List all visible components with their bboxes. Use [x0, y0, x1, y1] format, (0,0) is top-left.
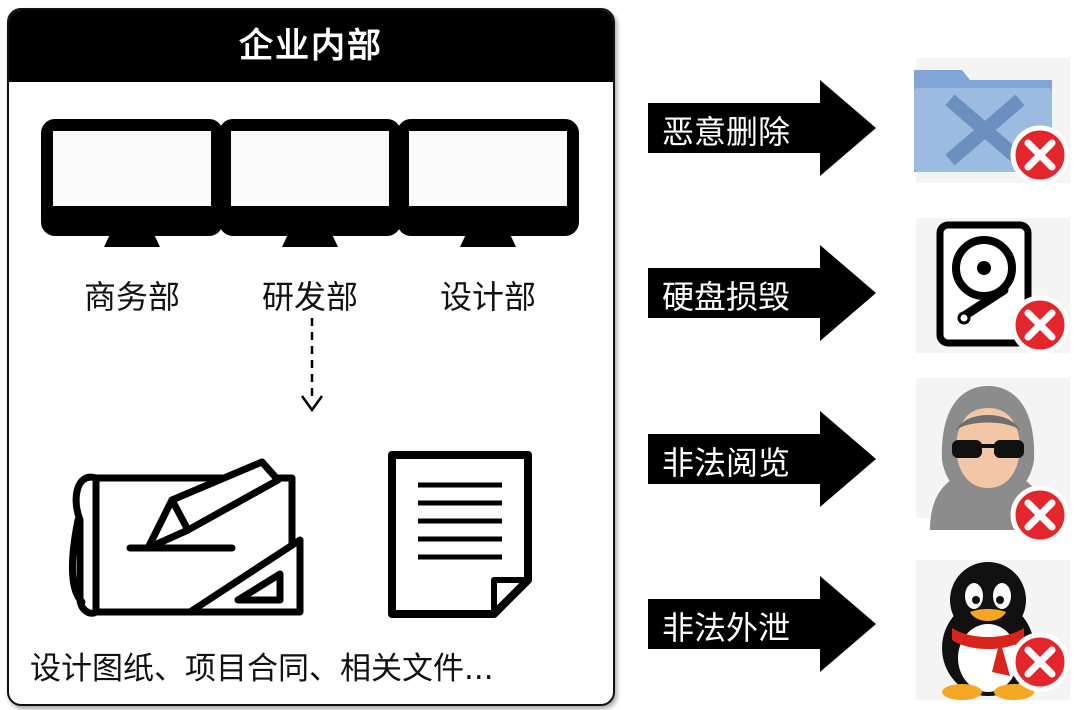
- threat-label-delete: 恶意删除: [662, 113, 791, 151]
- red-cross-icon-4: [1010, 632, 1070, 692]
- red-cross-icon-3: [1010, 485, 1070, 545]
- dept-label-design: 设计部: [439, 278, 536, 316]
- red-cross-icon-2: [1010, 295, 1070, 355]
- threat-arrow-4: [648, 576, 876, 672]
- panel-title: 企业内部: [9, 10, 613, 82]
- hard-drive-icon: [936, 221, 1032, 347]
- dashed-down-arrow: [300, 318, 324, 413]
- threat-label-disk-damage: 硬盘损毁: [662, 278, 791, 316]
- hooded-hacker-icon: [930, 386, 1046, 530]
- monitor-icon-rnd: [219, 119, 401, 247]
- monitor-icon-business: [41, 119, 223, 247]
- document-icon: [388, 451, 532, 618]
- dept-label-business: 商务部: [83, 278, 180, 316]
- monitor-icon-design: [397, 119, 579, 247]
- dept-label-rnd: 研发部: [261, 278, 358, 316]
- threat-arrow-3: [648, 411, 876, 507]
- qq-penguin-icon: [942, 562, 1034, 700]
- red-cross-icon-1: [1010, 125, 1070, 185]
- documents-label: 设计图纸、项目合同、相关文件...: [30, 651, 494, 687]
- threat-arrow-1: [648, 80, 876, 176]
- blueprint-drawing-icon: [68, 458, 304, 617]
- threat-label-illegal-view: 非法阅览: [662, 444, 791, 482]
- threat-arrow-2: [648, 245, 876, 341]
- threat-label-leak: 非法外泄: [662, 609, 791, 647]
